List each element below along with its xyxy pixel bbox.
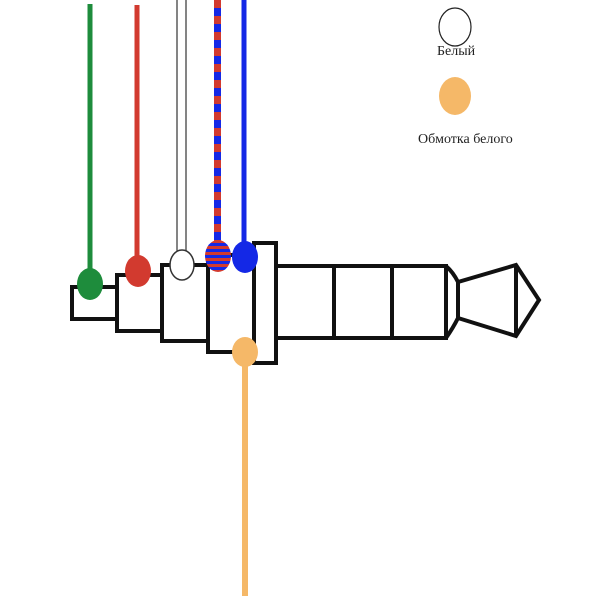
- blue-solder-point: [232, 241, 258, 273]
- green-solder-point: [77, 268, 103, 300]
- solder-points: [77, 240, 258, 367]
- legend-shield-label: Обмотка белого: [418, 132, 513, 147]
- legend: [438, 7, 472, 115]
- legend-shield-swatch: [439, 77, 471, 115]
- shield-solder-point: [232, 337, 258, 367]
- white-wire: [176, 0, 187, 258]
- wires: [87, 0, 248, 596]
- legend-white-label: Белый: [437, 44, 476, 59]
- legend-white-swatch: [438, 7, 472, 47]
- red-blue-striped-wire: [214, 0, 221, 250]
- jack-sleeve: [274, 264, 448, 340]
- white-solder-point: [169, 249, 195, 281]
- red-solder-point: [125, 255, 151, 287]
- red-blue-solder-point: [205, 240, 231, 272]
- jack-tip: [444, 262, 542, 340]
